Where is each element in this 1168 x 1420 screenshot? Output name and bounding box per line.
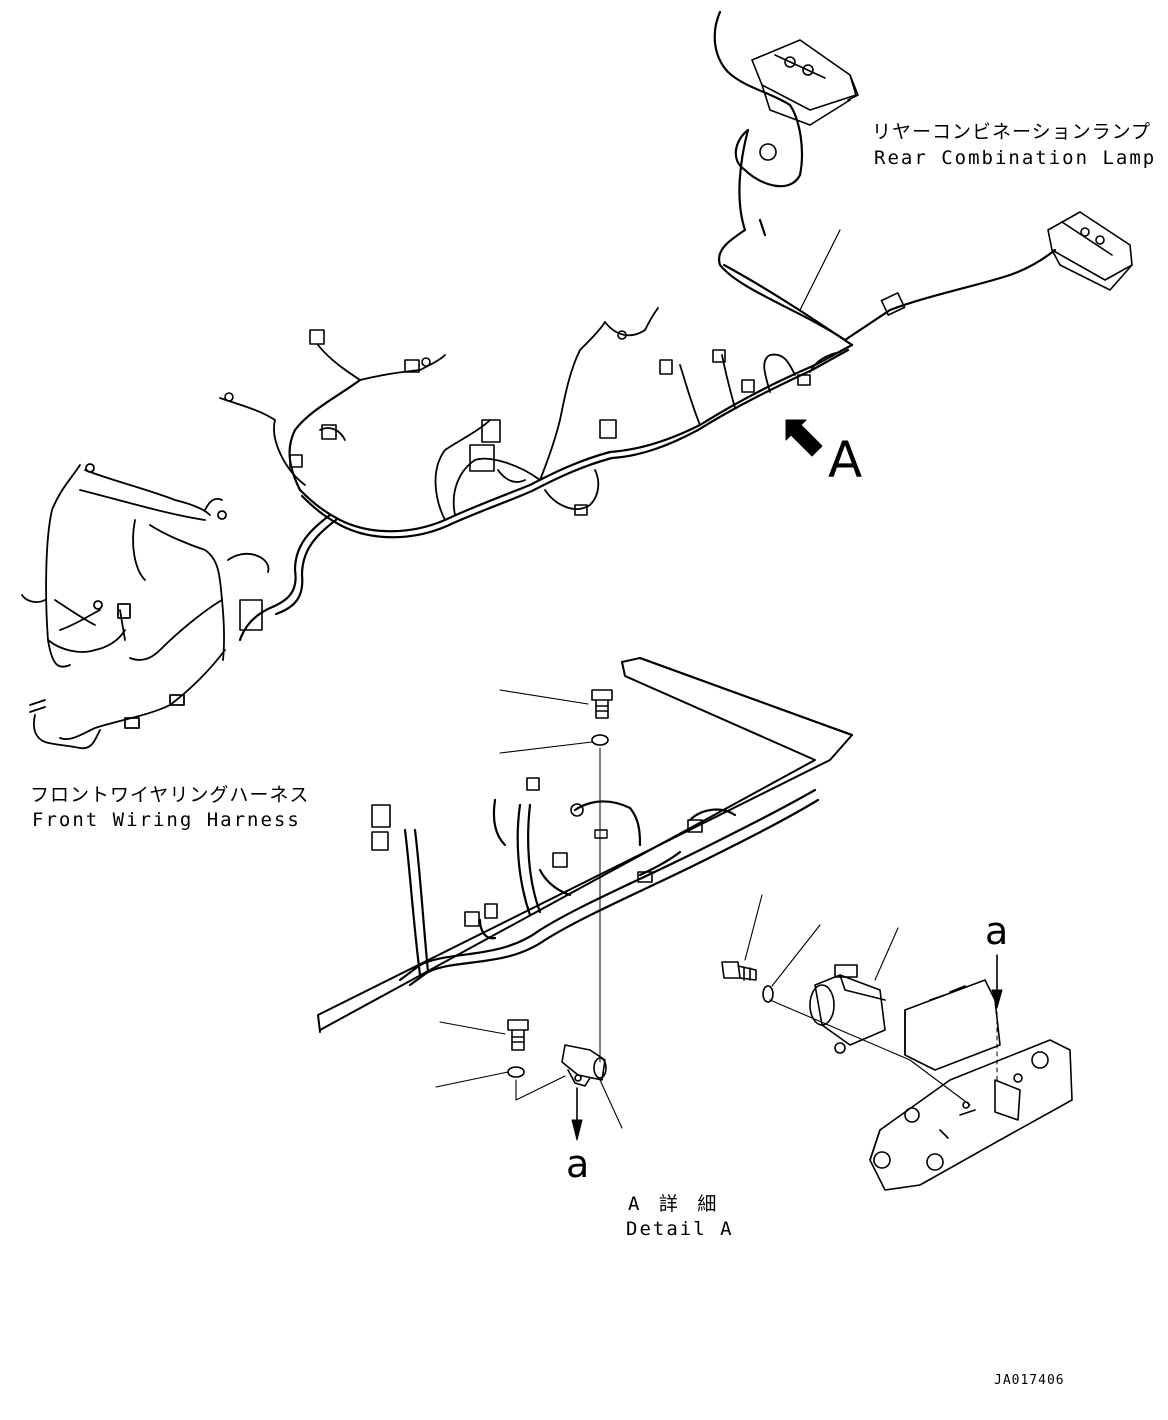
ref-label-a-right: a xyxy=(985,909,1009,953)
washer-top xyxy=(591,734,609,746)
detail-label-jp: A 詳 細 xyxy=(628,1193,718,1215)
detail-a-frame-member xyxy=(317,657,853,1033)
bracket-link-lines xyxy=(515,1075,566,1101)
leader-bolt-top xyxy=(499,689,589,705)
leader-bolt-bottom xyxy=(439,1021,506,1035)
leader-washer-bottom xyxy=(435,1071,509,1088)
relay-to-bracket-line xyxy=(769,999,971,1106)
washer-right xyxy=(762,985,774,1003)
leader-washer-top xyxy=(499,741,593,754)
rear-lamp-upper xyxy=(751,39,859,126)
bolt-top xyxy=(591,689,613,719)
arrow-down-a-right xyxy=(991,954,1003,1081)
leader-washer-right xyxy=(771,924,821,987)
rear-lamp-label-jp: リヤーコンビネーションランプ xyxy=(872,121,1152,143)
relay-large xyxy=(809,964,886,1054)
harness-branches xyxy=(219,307,841,521)
rear-lamp-lower xyxy=(1047,211,1133,291)
leader-line-rear-harness xyxy=(799,229,841,311)
bolt-right xyxy=(721,961,757,981)
main-trunk-harness xyxy=(238,378,614,642)
harness-connectors xyxy=(224,143,906,631)
leader-relay-small xyxy=(599,1079,623,1129)
arrow-down-a xyxy=(571,1087,583,1141)
view-label-a: A xyxy=(828,431,863,489)
front-harness-label-en: Front Wiring Harness xyxy=(32,809,301,831)
rear-lamp-label-en: Rear Combination Lamp xyxy=(874,147,1157,169)
washer-bottom xyxy=(507,1066,525,1078)
detail-label-en: Detail A xyxy=(626,1218,734,1240)
mounting-bracket xyxy=(869,979,1073,1191)
rear-harness xyxy=(608,10,1057,460)
ref-label-a-bottom: a xyxy=(566,1142,590,1186)
leader-bolt-right xyxy=(744,894,763,961)
detail-a-harness xyxy=(371,777,820,987)
bolt-bottom xyxy=(507,1019,529,1051)
leader-relay-right xyxy=(874,927,899,981)
front-wiring-harness xyxy=(21,463,270,750)
front-harness-label-jp: フロントワイヤリングハーネス xyxy=(30,784,310,806)
drawing-code: JA017406 xyxy=(994,1373,1065,1388)
view-arrow-a xyxy=(785,419,823,457)
relay-small xyxy=(561,1044,607,1087)
